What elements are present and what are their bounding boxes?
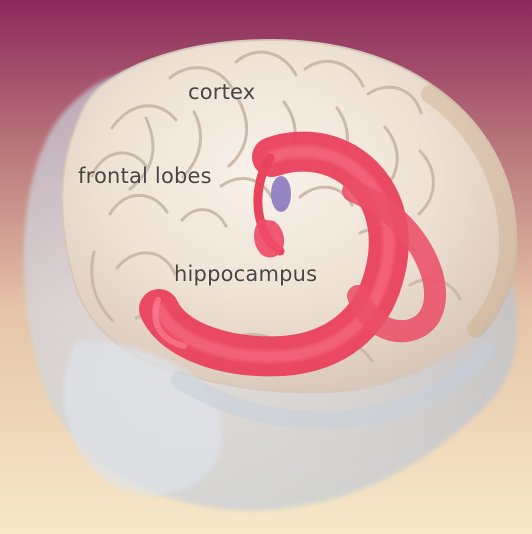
hippocampus-label: hippocampus [174,262,317,286]
cortex-label: cortex [188,80,255,104]
frontal-lobes-label: frontal lobes [78,164,212,188]
